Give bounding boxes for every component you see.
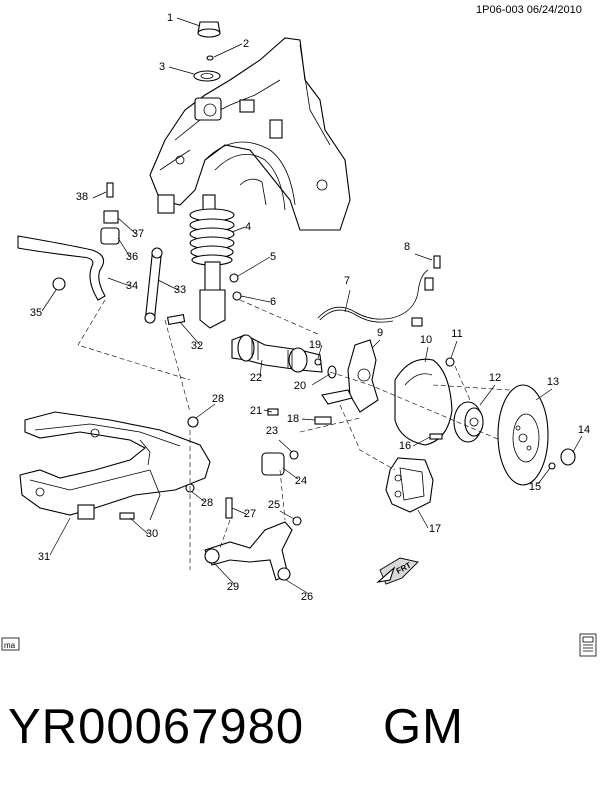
callout-33: 33: [174, 284, 186, 296]
stabilizer-bar: [17, 182, 186, 325]
callout-3: 3: [159, 61, 165, 73]
callout-37: 37: [132, 228, 144, 240]
alignment-lines: [77, 299, 511, 570]
callout-4: 4: [245, 221, 251, 233]
diagram-code: 1P06-003 06/24/2010: [476, 4, 582, 16]
steering-knuckle: [267, 339, 379, 425]
callout-18: 18: [287, 413, 299, 425]
brake-caliper: [385, 457, 434, 513]
callout-1: 1: [167, 12, 173, 24]
callout-7: 7: [344, 275, 350, 287]
wheel-hub-bearing: [429, 401, 484, 443]
front-direction-arrow: FRT: [376, 557, 419, 585]
callout-28: 28: [212, 393, 224, 405]
callout-15: 15: [529, 481, 541, 493]
ma-icon: ma: [1, 637, 20, 651]
callout-25: 25: [268, 499, 280, 511]
callout-22: 22: [250, 372, 262, 384]
drive-axle: [231, 334, 337, 379]
callout-6: 6: [270, 296, 276, 308]
callout-36: 36: [126, 251, 138, 263]
strut-upper-parts: [193, 21, 221, 82]
callout-5: 5: [270, 251, 276, 263]
wheel-speed-sensor: [317, 255, 441, 327]
callout-9: 9: [377, 327, 383, 339]
callout-32: 32: [191, 340, 203, 352]
callout-23: 23: [266, 425, 278, 437]
lower-control-arm: [185, 416, 302, 581]
callout-10: 10: [420, 334, 432, 346]
callout-30: 30: [146, 528, 158, 540]
callout-11: 11: [451, 328, 462, 340]
callout-16: 16: [399, 440, 411, 452]
callout-21: 21: [250, 405, 262, 417]
strut-assembly: [189, 194, 242, 329]
callout-29: 29: [227, 581, 239, 593]
frame-cradle: [19, 411, 211, 521]
callout-24: 24: [295, 475, 307, 487]
callout-12: 12: [489, 372, 501, 384]
reference-brand: GM: [383, 700, 464, 754]
body-structure: [149, 37, 351, 231]
callout-17: 17: [429, 523, 441, 535]
ma-icon-label: ma: [4, 641, 16, 650]
reference-part-number: YR00067980: [8, 700, 304, 754]
callout-31: 31: [38, 551, 50, 563]
callout-34: 34: [126, 280, 138, 292]
callout-8: 8: [404, 241, 410, 253]
callout-13: 13: [547, 376, 559, 388]
callout-20: 20: [294, 380, 306, 392]
callout-26: 26: [301, 591, 313, 603]
splash-shield: [394, 357, 455, 446]
callout-27: 27: [244, 508, 256, 520]
callout-38: 38: [76, 191, 88, 203]
leader-lines: [41, 17, 583, 595]
document-icon: [579, 633, 597, 657]
callout-14: 14: [578, 424, 590, 436]
callout-19: 19: [309, 339, 321, 351]
callout-35: 35: [30, 307, 42, 319]
callout-2: 2: [243, 38, 249, 50]
callout-28-b: 28: [201, 497, 213, 509]
brake-rotor: [497, 384, 576, 486]
